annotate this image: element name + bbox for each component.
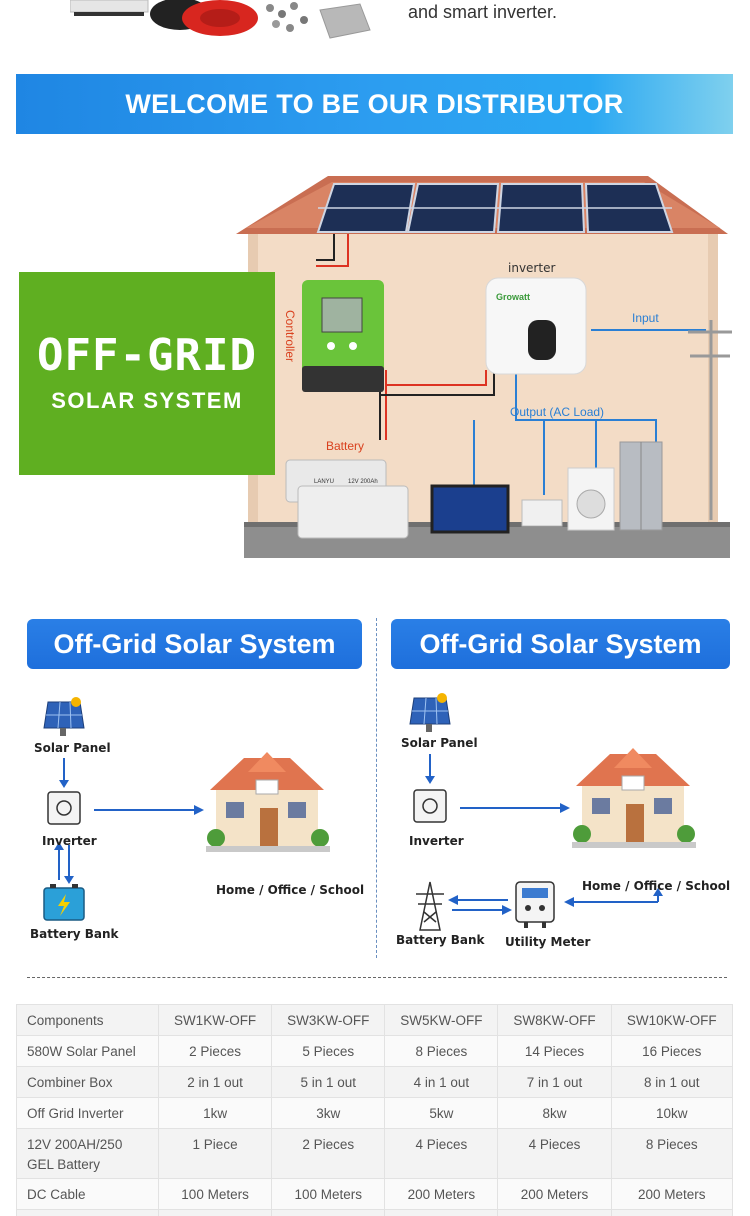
right-panel-title-text: Off-Grid Solar System: [419, 628, 702, 659]
table-row-label: 580W Solar Panel: [16, 1035, 159, 1067]
inverter-brand: Growatt: [496, 292, 530, 302]
power-pole: [688, 320, 732, 520]
table-cell: 5 in 1 out: [271, 1066, 386, 1098]
distributor-banner: WELCOME TO BE OUR DISTRIBUTOR: [16, 74, 733, 134]
left-home-label: Home / Office / School: [216, 883, 365, 897]
left-diagram: [43, 697, 330, 921]
table-cell: 7 in 1 out: [497, 1066, 612, 1098]
inverter-unit: Growatt: [485, 277, 587, 375]
table-cell: SW3KW-OFF: [271, 1004, 386, 1036]
table-cell: SW10KW-OFF: [610, 1004, 734, 1036]
table-cell: 4 Pieces: [384, 1128, 499, 1179]
table-cell: [610, 1209, 734, 1216]
controller-label: Controller: [283, 310, 297, 362]
table-cell: 8 Pieces: [610, 1128, 734, 1179]
battery-label: Battery: [326, 439, 364, 453]
output-label: Output (AC Load): [510, 405, 604, 419]
table-cell: 5 Pieces: [271, 1035, 386, 1067]
table-cell: 100 Meters: [271, 1178, 386, 1210]
right-battery-bank-label: Battery Bank: [396, 933, 485, 947]
table-cell: 3kw: [271, 1097, 386, 1129]
top-caption: and smart inverter.: [408, 2, 558, 22]
off-grid-card: OFF-GRID SOLAR SYSTEM: [19, 272, 275, 475]
appliances: [430, 441, 663, 534]
table-cell: 8 Pieces: [384, 1035, 499, 1067]
left-battery-bank-label: Battery Bank: [30, 927, 119, 941]
section-divider: [27, 977, 727, 978]
right-inverter-label: Inverter: [409, 834, 464, 848]
charge-controller: [302, 280, 384, 392]
inverter-icon: [47, 791, 81, 825]
utility-meter-label: Utility Meter: [505, 935, 591, 949]
banner-text: WELCOME TO BE OUR DISTRIBUTOR: [125, 88, 624, 119]
left-inverter-label: Inverter: [42, 834, 97, 848]
transmission-tower-icon: [416, 881, 444, 931]
table-cell: 8kw: [497, 1097, 612, 1129]
off-grid-house-illustration: Controller Growatt inverter Input Output…: [236, 176, 732, 558]
table-row-label: Off Grid Inverter: [16, 1097, 159, 1129]
table-cell: [384, 1209, 499, 1216]
top-strip: and smart inverter.: [0, 0, 750, 46]
table-cell: [271, 1209, 386, 1216]
left-solar-panel-label: Solar Panel: [34, 741, 111, 755]
inverter-icon: [413, 789, 447, 823]
battery-brand: LANYU: [314, 479, 334, 485]
table-cell: [157, 1209, 273, 1216]
table-row: [16, 1209, 734, 1216]
table-cell: 2 Pieces: [271, 1128, 386, 1179]
table-cell: 1kw: [157, 1097, 273, 1129]
table-cell: 8 in 1 out: [610, 1066, 734, 1098]
utility-meter-icon: [515, 881, 555, 928]
batteries: LANYU 12V 200Ah: [285, 459, 409, 539]
right-diagram: [409, 693, 696, 931]
solar-panel-icon: [43, 697, 85, 736]
table-cell: SW8KW-OFF: [497, 1004, 612, 1036]
input-label: Input: [632, 311, 659, 325]
solar-panel-icon: [409, 693, 451, 732]
table-cell: 200 Meters: [384, 1178, 499, 1210]
roof-solar-panels: [316, 183, 674, 233]
card-subtitle: SOLAR SYSTEM: [51, 387, 243, 413]
table-cell: 200 Meters: [497, 1178, 612, 1210]
table-cell: 200 Meters: [610, 1178, 734, 1210]
home-icon: [572, 748, 696, 848]
home-icon: [206, 752, 330, 852]
right-panel-title: Off-Grid Solar System: [391, 619, 730, 669]
table-cell: 100 Meters: [157, 1178, 273, 1210]
table-cell: 2 Pieces: [157, 1035, 273, 1067]
table-cell: 4 Pieces: [497, 1128, 612, 1179]
table-cell: SW1KW-OFF: [157, 1004, 273, 1036]
solar-kit-accessories-image: [70, 0, 371, 39]
table-row-label: DC Cable: [16, 1178, 159, 1210]
battery-spec: 12V 200Ah: [348, 479, 378, 485]
table-cell: [16, 1209, 159, 1216]
table-cell: 5kw: [384, 1097, 499, 1129]
table-row-label: 12V 200AH/250 GEL Battery: [16, 1128, 159, 1179]
table-cell: 10kw: [610, 1097, 734, 1129]
right-solar-panel-label: Solar Panel: [401, 736, 478, 750]
table-cell: 1 Piece: [157, 1128, 273, 1179]
left-panel-title: Off-Grid Solar System: [27, 619, 362, 669]
battery-icon: [43, 884, 85, 921]
table-cell: 2 in 1 out: [157, 1066, 273, 1098]
table-cell: 14 Pieces: [497, 1035, 612, 1067]
table-cell: 16 Pieces: [610, 1035, 734, 1067]
table-row-label: Components: [16, 1004, 159, 1036]
left-panel-title-text: Off-Grid Solar System: [53, 628, 336, 659]
card-title: OFF-GRID: [37, 329, 257, 381]
table-cell: [497, 1209, 612, 1216]
inverter-label: inverter: [508, 261, 555, 275]
table-cell: 4 in 1 out: [384, 1066, 499, 1098]
table-row-label: Combiner Box: [16, 1066, 159, 1098]
table-cell: SW5KW-OFF: [384, 1004, 499, 1036]
panel-divider: [376, 618, 377, 958]
right-home-label: Home / Office / School: [582, 879, 731, 893]
